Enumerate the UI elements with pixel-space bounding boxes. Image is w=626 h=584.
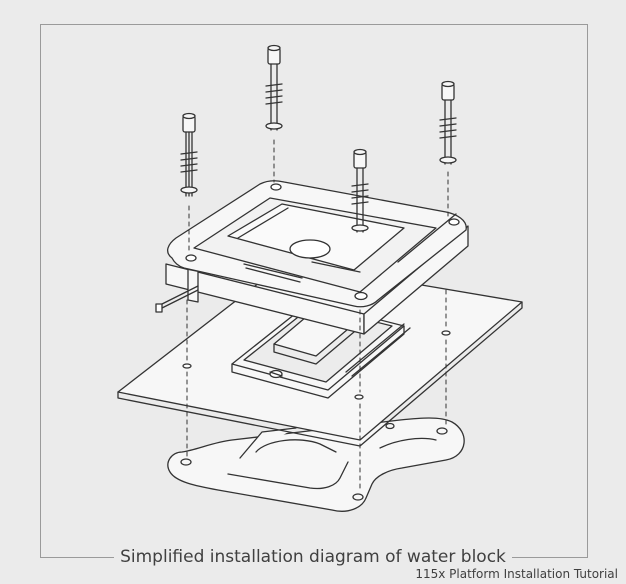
- alignment-lines: [186, 139, 449, 491]
- diagram-caption: Simplified installation diagram of water…: [0, 546, 626, 568]
- backplate: [167, 417, 465, 512]
- screw-front-left: [180, 112, 198, 197]
- backplate-holes: [180, 422, 448, 501]
- water-block: [155, 180, 469, 335]
- diagram-subcaption: 115x Platform Installation Tutorial: [415, 567, 618, 581]
- screw-back-left: [265, 44, 283, 131]
- screw-front-right: [351, 148, 369, 233]
- screw-back-right: [439, 80, 457, 165]
